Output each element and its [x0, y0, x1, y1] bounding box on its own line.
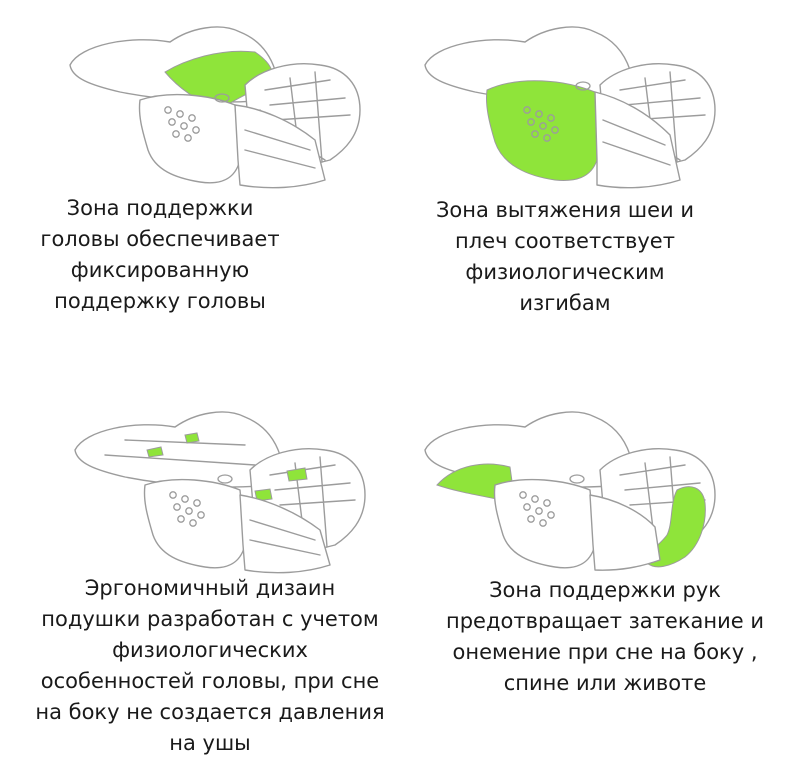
caption-line: онемение при сне на боку , [452, 640, 758, 664]
caption-line: Эргономичный дизаин [84, 576, 336, 600]
caption-line: Зона вытяжения шеи и [435, 198, 695, 222]
caption-line: физиологических [112, 638, 308, 662]
caption-line: особенностей головы, при сне [40, 669, 380, 693]
pillow-illustration [74, 411, 366, 574]
caption-neck-shoulder: Зона вытяжения шеи и плеч соответствует … [410, 195, 720, 319]
arm-support-zone-right [646, 486, 706, 568]
caption-line: на боку не создается давления [35, 700, 385, 724]
pillow-illustration [69, 26, 361, 189]
caption-line: плеч соответствует [455, 229, 675, 253]
caption-line: головы обеспечивает [40, 227, 280, 251]
caption-line: изгибам [519, 291, 611, 315]
pillow-illustration [424, 411, 716, 571]
panel-head-support: Зона поддержки головы обеспечивает фикси… [0, 0, 395, 383]
caption-line: поддержку головы [54, 289, 266, 313]
neck-shoulder-zone [486, 80, 598, 181]
caption-line: предотвращает затекание и [446, 609, 764, 633]
caption-ear-cutouts: Эргономичный дизаин подушки разработан с… [20, 573, 400, 759]
caption-line: на ушы [169, 731, 251, 755]
panel-arm-support: Зона поддержки рук предотвращает затекан… [395, 383, 790, 766]
pillow-arm-support-illustration [415, 395, 725, 585]
panel-ear-cutouts: Эргономичный дизаин подушки разработан с… [0, 383, 395, 766]
caption-line: подушки разработан с учетом [41, 607, 379, 631]
caption-head-support: Зона поддержки головы обеспечивает фикси… [30, 193, 290, 317]
ear-cutout-left [146, 446, 164, 458]
ear-cutout-top [184, 432, 200, 444]
caption-line: физиологическим [465, 260, 665, 284]
caption-line: фиксированную [70, 258, 250, 282]
caption-line: Зона поддержки [66, 196, 254, 220]
pillow-illustration [424, 26, 716, 189]
caption-line: Зона поддержки рук [489, 578, 721, 602]
ear-cutout-right [286, 467, 308, 482]
pillow-neck-shoulder-illustration [415, 10, 725, 200]
pillow-ear-cutouts-illustration [65, 395, 375, 585]
caption-line: спине или животе [503, 671, 707, 695]
caption-arm-support: Зона поддержки рук предотвращает затекан… [425, 575, 785, 699]
panel-neck-shoulder: Зона вытяжения шеи и плеч соответствует … [395, 0, 790, 383]
pillow-head-support-illustration [60, 10, 370, 200]
ear-cutout-front [254, 488, 273, 502]
